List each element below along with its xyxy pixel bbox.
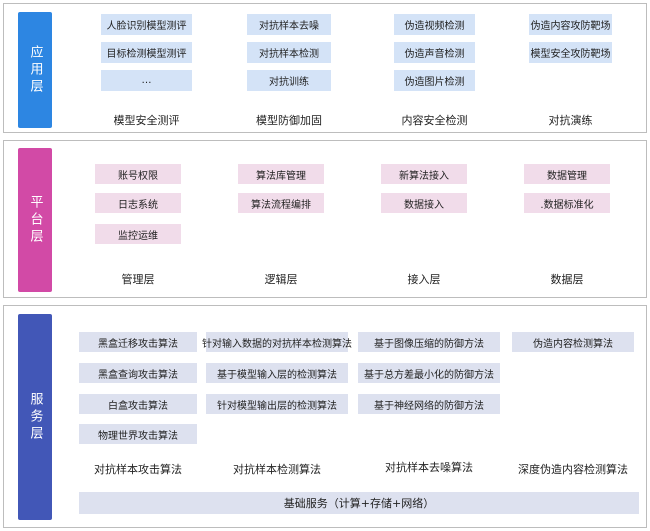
app-item: 人脸识别模型测评	[101, 14, 192, 35]
app-category: 模型安全测评	[113, 114, 180, 127]
platform-category: 数据层	[550, 273, 584, 286]
platform-category: 管理层	[121, 273, 155, 286]
app-category: 模型防御加固	[256, 114, 322, 127]
service-layer: 服务层 黑盒迁移攻击算法 黑盒查询攻击算法 白盒攻击算法 物理世界攻击算法 对抗…	[3, 305, 647, 528]
app-item: …	[101, 70, 192, 91]
platform-item: 账号权限	[95, 164, 181, 184]
service-item: 基于图像压缩的防御方法	[358, 332, 500, 352]
platform-item: .数据标准化	[524, 193, 610, 213]
service-item: 黑盒查询攻击算法	[79, 363, 197, 383]
app-item: 伪造图片检测	[394, 70, 475, 91]
platform-item: 监控运维	[95, 224, 181, 244]
service-item: 黑盒迁移攻击算法	[79, 332, 197, 352]
platform-item: 算法库管理	[238, 164, 324, 184]
app-category: 内容安全检测	[401, 114, 468, 127]
app-item: 对抗训练	[247, 70, 331, 91]
service-category: 对抗样本去噪算法	[385, 461, 473, 474]
application-layer-label: 应用层	[18, 12, 52, 128]
service-item: 基于神经网络的防御方法	[358, 394, 500, 414]
service-item: 物理世界攻击算法	[79, 424, 197, 444]
app-item: 伪造声音检测	[394, 42, 475, 63]
base-service-bar: 基础服务（计算+存储+网络）	[79, 492, 639, 514]
platform-item: 数据接入	[381, 193, 467, 213]
platform-category: 接入层	[407, 273, 441, 286]
service-category: 对抗样本检测算法	[233, 463, 321, 476]
platform-layer-label: 平台层	[18, 148, 52, 292]
platform-item: 新算法接入	[381, 164, 467, 184]
platform-layer: 平台层 账号权限 日志系统 监控运维 管理层 算法库管理 算法流程编排 逻辑层 …	[3, 140, 647, 298]
app-item: 伪造内容攻防靶场	[529, 14, 612, 35]
app-item: 对抗样本去噪	[247, 14, 331, 35]
app-item: 伪造视频检测	[394, 14, 475, 35]
platform-item: 日志系统	[95, 193, 181, 213]
service-item: 基于总方差最小化的防御方法	[358, 363, 500, 383]
app-item: 对抗样本检测	[247, 42, 331, 63]
service-item: 白盒攻击算法	[79, 394, 197, 414]
app-item: 目标检测模型测评	[101, 42, 192, 63]
platform-item: 算法流程编排	[238, 193, 324, 213]
app-item: 模型安全攻防靶场	[529, 42, 612, 63]
app-category: 对抗演练	[548, 114, 593, 127]
service-category: 对抗样本攻击算法	[94, 463, 182, 476]
service-item: 基于模型输入层的检测算法	[206, 363, 348, 383]
service-layer-label: 服务层	[18, 314, 52, 520]
application-layer: 应用层 人脸识别模型测评 目标检测模型测评 … 模型安全测评 对抗样本去噪 对抗…	[3, 3, 647, 133]
service-item: 针对模型输出层的检测算法	[206, 394, 348, 414]
platform-category: 逻辑层	[264, 273, 298, 286]
service-category: 深度伪造内容检测算法	[518, 463, 628, 476]
service-item: 伪造内容检测算法	[512, 332, 634, 352]
service-item: 针对输入数据的对抗样本检测算法	[202, 332, 352, 352]
platform-item: 数据管理	[524, 164, 610, 184]
